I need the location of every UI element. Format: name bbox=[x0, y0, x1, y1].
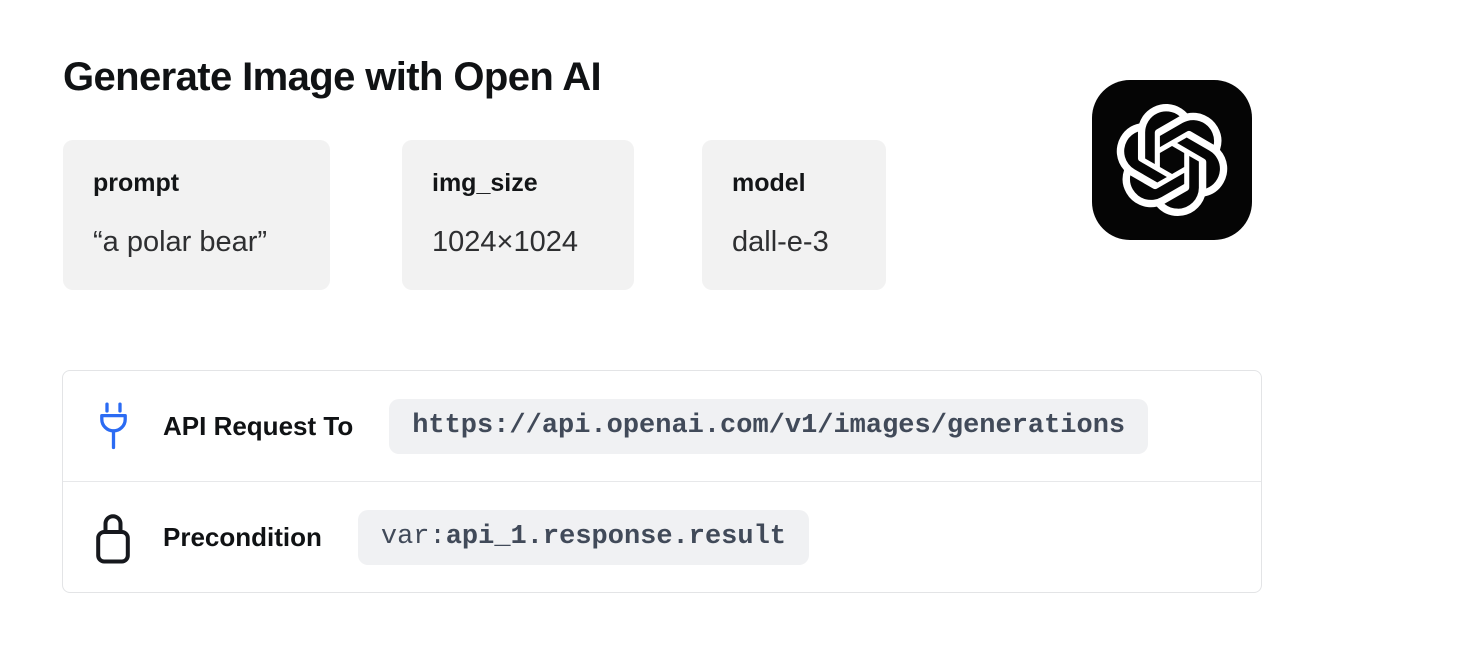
precondition-label: Precondition bbox=[163, 521, 322, 552]
api-request-label: API Request To bbox=[163, 410, 354, 441]
param-card-img-size: img_size 1024×1024 bbox=[402, 140, 634, 290]
api-url-text: https://api.openai.com/v1/images/generat… bbox=[412, 411, 1126, 441]
lock-icon bbox=[96, 511, 130, 564]
param-name: prompt bbox=[93, 169, 180, 197]
param-value: “a polar bear” bbox=[93, 226, 268, 258]
openai-icon bbox=[1116, 104, 1228, 216]
precondition-row: Precondition var: api_1.response.result bbox=[63, 481, 1261, 592]
plug-icon bbox=[96, 402, 130, 450]
precondition-chip: var: api_1.response.result bbox=[357, 509, 809, 565]
api-request-row: API Request To https://api.openai.com/v1… bbox=[63, 371, 1261, 481]
precondition-var-prefix: var: bbox=[380, 522, 446, 552]
param-name: model bbox=[732, 169, 806, 197]
openai-logo bbox=[1092, 80, 1252, 240]
param-card-prompt: prompt “a polar bear” bbox=[63, 140, 330, 290]
request-panel: API Request To https://api.openai.com/v1… bbox=[62, 370, 1262, 593]
param-card-model: model dall-e-3 bbox=[702, 140, 886, 290]
api-url-chip: https://api.openai.com/v1/images/generat… bbox=[389, 398, 1149, 454]
precondition-var-text: api_1.response.result bbox=[445, 522, 786, 552]
param-value: dall-e-3 bbox=[732, 226, 829, 258]
param-name: img_size bbox=[432, 169, 538, 197]
param-value: 1024×1024 bbox=[432, 226, 578, 258]
page-title: Generate Image with Open AI bbox=[63, 55, 602, 99]
